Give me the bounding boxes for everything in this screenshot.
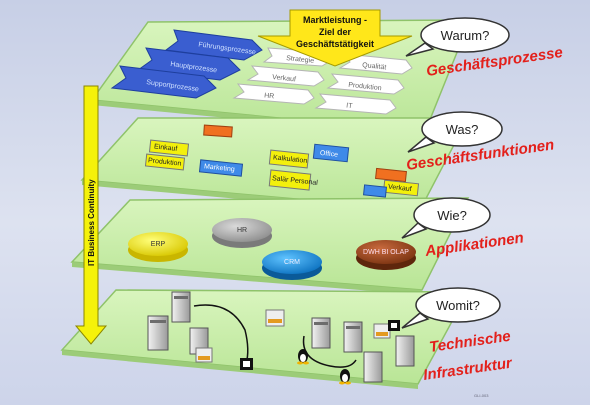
arrow-label: IT Business Continuity (87, 179, 96, 266)
chevron-label: HR (264, 92, 275, 100)
network-switch-icon (195, 347, 213, 363)
app-dwh-label: DWH BI OLAP (363, 249, 409, 256)
tile-orange-right (375, 167, 407, 183)
server-icon (343, 321, 363, 353)
tile-einkauf (148, 139, 190, 157)
server-icon (363, 351, 383, 383)
bubble-was: Was? (407, 111, 503, 153)
tile-produktion (144, 153, 186, 171)
chevron-label: Verkauf (272, 74, 296, 83)
tile-salaer-personal (268, 169, 312, 191)
tile-verkauf-label: Verkauf (388, 184, 412, 193)
it-business-continuity-arrow: IT Business Continuity (74, 85, 108, 345)
tile-orange (203, 124, 233, 138)
chevron-label: Qualität (362, 62, 387, 71)
tile-finanzen (362, 184, 388, 198)
tile-marketing-label: Marketing (204, 163, 235, 173)
network-switch-icon (373, 323, 391, 339)
layer-applikationen: ERP HR CRM DWH BI OLAP (70, 197, 470, 295)
bubble-womit: Womit? (401, 287, 501, 329)
tile-einkauf-label: Einkauf (154, 143, 178, 152)
chevron-qualitaet: Qualität (338, 53, 413, 75)
tile-kalkulation-label: Kalkulation (273, 154, 308, 165)
app-crm: CRM (262, 250, 322, 280)
banner-line1: Marktleistung - (303, 15, 367, 25)
server-icon (395, 335, 415, 367)
app-erp: ERP (128, 232, 188, 262)
app-hr: HR (212, 218, 272, 248)
server-icon (147, 315, 169, 351)
app-hr-label: HR (237, 227, 247, 234)
app-dwh: DWH BI OLAP (356, 240, 416, 270)
linux-tux-icon (297, 349, 309, 365)
tile-marketing (198, 159, 244, 177)
windows-icon (388, 320, 400, 331)
app-erp-label: ERP (151, 241, 166, 248)
network-link (302, 335, 357, 368)
banner-marktleistung: Marktleistung - Ziel der Geschäftstätigk… (257, 9, 413, 67)
chevron-it: IT (314, 93, 397, 115)
chevron-produktion: Produktion (326, 73, 405, 95)
tile-verkauf (382, 179, 420, 197)
bubble-wie: Wie? (401, 197, 491, 239)
chevron-supportprozesse: Supportprozesse (110, 65, 217, 99)
chevron-verkauf: Verkauf (246, 65, 325, 87)
tile-produktion-label: Produktion (148, 157, 182, 167)
app-crm-label: CRM (284, 259, 300, 266)
tile-kalkulation (268, 149, 310, 169)
server-icon (311, 317, 331, 349)
layer-infrastruktur (60, 289, 470, 389)
windows-icon (240, 358, 253, 370)
bubble-wie-text: Wie? (437, 208, 467, 223)
network-link (193, 304, 249, 365)
chevron-label: Produktion (348, 82, 382, 92)
network-switch-icon (265, 309, 285, 327)
tile-salaer-label: Salär Personal (272, 175, 319, 187)
tile-office (312, 143, 350, 163)
banner-line2: Ziel der (319, 27, 352, 37)
chevron-fuehrungsprozesse: Führungsprozesse (164, 29, 263, 61)
banner-line3: Geschäftstätigkeit (296, 39, 374, 49)
chevron-label: Strategie (286, 55, 315, 65)
title-infrastruktur: Infrastruktur (422, 355, 514, 384)
tile-office-label: Office (320, 150, 339, 159)
chevron-hr: HR (232, 83, 315, 105)
bubble-was-text: Was? (446, 122, 479, 137)
linux-tux-icon (339, 369, 351, 385)
chevron-label: IT (346, 102, 354, 110)
bubble-warum: Warum? (405, 17, 510, 57)
bubble-warum-text: Warum? (441, 28, 490, 43)
footer-tag: GLI-003 (474, 393, 489, 398)
server-icon (171, 291, 191, 323)
bubble-womit-text: Womit? (436, 298, 480, 313)
